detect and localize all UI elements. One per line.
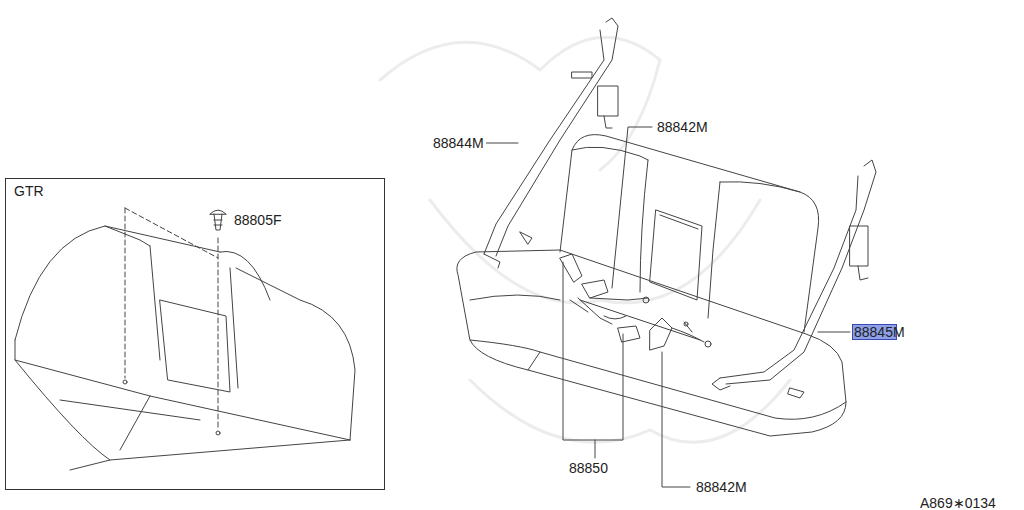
part-number: 88842M bbox=[655, 119, 710, 135]
diagram-code: A869∗0134 bbox=[918, 495, 998, 510]
part-number: 88805F bbox=[232, 212, 283, 228]
variant-label: GTR bbox=[6, 179, 52, 203]
part-number: 88844M bbox=[431, 135, 486, 151]
clip-symbol bbox=[210, 210, 226, 230]
part-number: 88850 bbox=[567, 460, 610, 476]
dashed-guide bbox=[125, 208, 218, 428]
leader-line bbox=[486, 127, 850, 487]
part-number: 88845M bbox=[852, 324, 907, 340]
rear-seat bbox=[457, 135, 846, 436]
part-number: 88842M bbox=[694, 479, 749, 495]
watermark bbox=[380, 37, 790, 442]
inset-panel: GTR bbox=[5, 178, 385, 490]
seat-belt bbox=[484, 18, 876, 398]
gtr-seat bbox=[15, 226, 355, 470]
